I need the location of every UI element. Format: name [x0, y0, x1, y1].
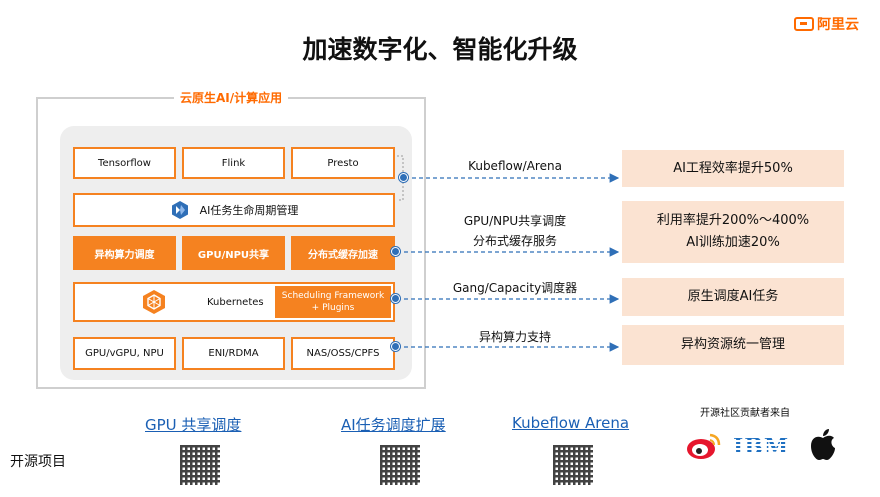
- result-box-3: 原生调度AI任务: [622, 278, 844, 316]
- box-kubernetes: Kubernetes Scheduling Framework + Plugin…: [73, 282, 395, 322]
- box-gpu-npu-share: GPU/NPU共享: [182, 236, 285, 270]
- connector-dot-4: [391, 342, 400, 351]
- connector-dot-3: [391, 294, 400, 303]
- box-ai-lifecycle: AI任务生命周期管理: [73, 193, 395, 227]
- flow-arrows: [397, 155, 620, 352]
- contributors-label: 开源社区贡献者来自: [700, 408, 790, 419]
- connector-dot-2: [391, 247, 400, 256]
- box-gpu-vgpu-npu: GPU/vGPU, NPU: [73, 337, 176, 370]
- result-box-2: 利用率提升200%～400% AI训练加速20%: [622, 201, 844, 263]
- ibm-logo: IBM: [733, 434, 790, 460]
- link-ai-scheduler[interactable]: AI任务调度扩展: [341, 416, 446, 434]
- connector-dot-1: [399, 173, 408, 182]
- qr-code-gpu-share[interactable]: [180, 445, 220, 485]
- scheduling-framework-box: Scheduling Framework + Plugins: [275, 286, 391, 318]
- kubernetes-cube-icon: [143, 290, 165, 314]
- qr-code-kubeflow-arena[interactable]: [553, 445, 593, 485]
- cloud-native-ai-label: 云原生AI/计算应用: [174, 88, 289, 107]
- kubeflow-icon: [171, 201, 188, 219]
- result-2b-text: AI训练加速20%: [686, 235, 780, 250]
- flow-label-4: 异构算力支持: [478, 330, 551, 344]
- box-hetero-scheduling: 异构算力调度: [73, 236, 176, 270]
- box-eni-rdma: ENI/RDMA: [182, 337, 285, 370]
- result-4-text: 异构资源统一管理: [680, 337, 785, 352]
- open-source-label: 开源项目: [10, 454, 66, 470]
- apple-icon: [811, 429, 835, 460]
- box-nas-oss-cpfs: NAS/OSS/CPFS: [291, 337, 395, 370]
- result-box-4: 异构资源统一管理: [622, 325, 844, 365]
- flow-label-3: Gang/Capacity调度器: [452, 281, 578, 295]
- scheduling-framework-label: Scheduling Framework: [281, 291, 385, 301]
- page-title: 加速数字化、智能化升级: [302, 35, 578, 64]
- link-gpu-share[interactable]: GPU 共享调度: [145, 416, 242, 434]
- result-1-text: AI工程效率提升50%: [673, 160, 793, 176]
- flow-label-2b: 分布式缓存服务: [472, 234, 557, 248]
- flow-label-1: Kubeflow/Arena: [468, 159, 562, 173]
- flow-label-2a: GPU/NPU共享调度: [463, 214, 567, 228]
- ai-lifecycle-label: AI任务生命周期管理: [199, 204, 299, 217]
- aliyun-logo-text: 阿里云: [817, 17, 859, 33]
- box-tensorflow: Tensorflow: [73, 147, 176, 179]
- scheduling-plugins-label: + Plugins: [311, 303, 355, 313]
- result-3-text: 原生调度AI任务: [687, 289, 779, 304]
- aliyun-logo-icon: [794, 17, 814, 31]
- weibo-icon: [687, 433, 721, 459]
- result-box-1: AI工程效率提升50%: [622, 150, 844, 187]
- qr-code-ai-scheduler[interactable]: [380, 445, 420, 485]
- aliyun-logo: 阿里云: [794, 14, 859, 34]
- result-2a-text: 利用率提升200%～400%: [656, 213, 810, 228]
- link-kubeflow-arena[interactable]: Kubeflow Arena: [512, 414, 630, 432]
- box-flink: Flink: [182, 147, 285, 179]
- kubernetes-label: Kubernetes: [207, 296, 264, 308]
- box-presto: Presto: [291, 147, 395, 179]
